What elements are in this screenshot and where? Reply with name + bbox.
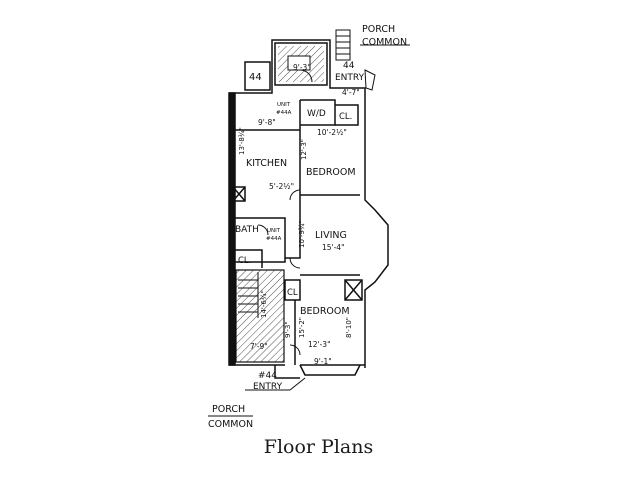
porch-entry-top: [274, 42, 328, 86]
living-label: LIVING: [315, 230, 347, 241]
bath-label: BATH: [235, 225, 259, 235]
dim-bedroom1-h: 12'-3": [300, 139, 308, 160]
north-wall: [229, 39, 366, 100]
entry-44-num: #44: [258, 371, 277, 381]
dim-bay: 9'-1": [314, 357, 332, 366]
chimney-x: [344, 279, 363, 301]
porch-stairs-top: [335, 29, 410, 91]
porch-common-bottom-1: PORCH: [212, 404, 245, 415]
entry-44-label: ENTRY: [253, 382, 283, 392]
bath-walls: [235, 217, 286, 263]
porch-common-top-2: COMMON: [362, 37, 407, 48]
bedroom2-label: BEDROOM: [300, 306, 350, 317]
dim-b2-left: 9'-3": [284, 321, 292, 338]
porch-common-top-1: PORCH: [362, 24, 395, 35]
porch-common-bottom-2: COMMON: [208, 419, 253, 430]
closet-top: [335, 104, 359, 126]
floor-plans-caption: Floor Plans: [263, 436, 374, 458]
east-wall: [364, 100, 389, 368]
closet-mid-label: CL: [287, 288, 298, 298]
dim-b2-right: 8'-10": [345, 317, 353, 338]
unit-44a-top-1: UNIT: [277, 102, 291, 108]
stair-hatch: [235, 269, 285, 363]
unit-44-label: 44: [249, 72, 262, 83]
dim-unit-top: 9'-8": [258, 118, 276, 127]
wd-label: W/D: [307, 109, 326, 119]
unit-44a-top-2: #44A: [276, 110, 292, 116]
porch-top-fixture: [287, 55, 311, 71]
entry-44a-num: 44: [343, 61, 355, 71]
dim-b2-w: 12'-3": [308, 340, 331, 349]
dim-hall: 5'-2½": [269, 182, 294, 191]
unit-44-box: [244, 61, 271, 91]
dim-stair: 14'-6¾": [260, 290, 268, 318]
dim-porch: 9'-3": [293, 63, 311, 72]
closet-left-label: CL.: [238, 256, 251, 266]
unit-44a-bath-1: UNIT: [267, 228, 281, 234]
bottom-bay: [299, 364, 361, 376]
entry-step: [274, 365, 300, 379]
kitchen-label: KITCHEN: [246, 158, 287, 169]
bedroom1-label: BEDROOM: [306, 167, 356, 178]
unit-44a-bath-2: #44A: [266, 236, 282, 242]
dim-entry-bottom: 7'-9": [250, 342, 268, 351]
entry-44a-label: ENTRY: [335, 73, 365, 83]
dim-living-h: 10'-9¾": [298, 220, 306, 248]
dim-entry: 4'-7": [342, 88, 360, 97]
closet-mid: [284, 279, 301, 301]
bath-fixture: [232, 186, 246, 202]
dim-b2-mid: 15'-2": [298, 317, 306, 338]
closet-left: [235, 249, 263, 268]
dim-living-w: 15'-4": [322, 243, 345, 252]
bath-fixture-x: [232, 186, 246, 202]
walls: [228, 39, 389, 379]
stair-treads: [238, 272, 259, 318]
dim-bedroom1-w: 10'-2½": [317, 128, 347, 137]
leader-lines: [208, 377, 306, 417]
closet-top-label: CL.: [339, 112, 352, 122]
floor-plan-drawing: PORCH COMMON 44 44 ENTRY 9'-3" 4'-7" UNI…: [208, 24, 410, 430]
dim-left-wall: 13'-8¾": [238, 127, 246, 155]
wd-closet: [300, 99, 336, 126]
